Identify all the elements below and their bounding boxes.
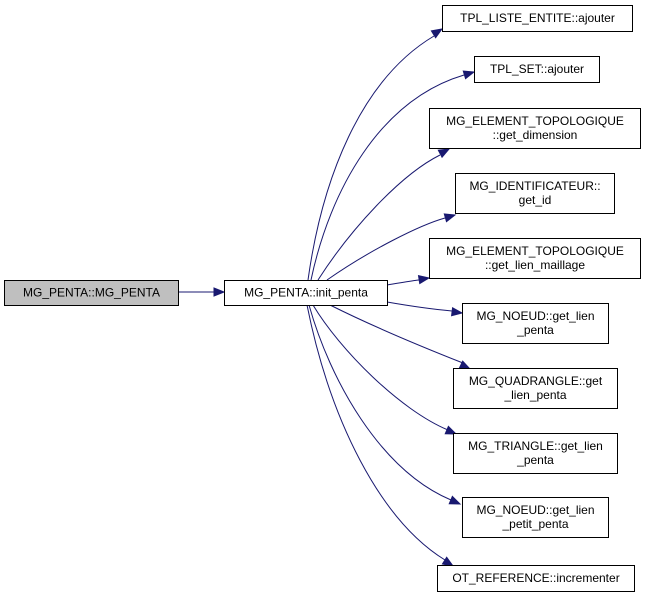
node-init[interactable]: MG_PENTA::init_penta (224, 280, 388, 306)
edge-line (329, 304, 464, 364)
node-label: MG_QUADRANGLE::get (469, 374, 603, 388)
node-n6[interactable]: MG_NOEUD::get_lien_penta (462, 303, 609, 344)
arrowhead-icon (444, 425, 458, 435)
arrowhead-icon (430, 28, 444, 39)
arrowhead-icon (437, 148, 451, 159)
node-label: MG_NOEUD::get_lien (476, 309, 594, 323)
edge-init-to-n9 (308, 304, 462, 505)
node-box[interactable] (224, 280, 388, 306)
node-n9[interactable]: MG_NOEUD::get_lien_petit_penta (462, 497, 609, 538)
edge-init-to-n5 (386, 274, 431, 286)
node-label: _petit_penta (501, 517, 568, 531)
edge-line (386, 279, 420, 286)
node-n3[interactable]: MG_ELEMENT_TOPOLOGIQUE::get_dimension (429, 108, 641, 149)
arrowhead-icon (443, 213, 457, 223)
edge-line (308, 304, 452, 501)
node-box[interactable] (442, 5, 633, 32)
node-box[interactable] (462, 497, 609, 538)
edge-init-to-n6 (386, 301, 464, 317)
node-n4[interactable]: MG_IDENTIFICATEUR::get_id (455, 173, 615, 214)
arrowhead-icon (213, 287, 226, 297)
node-n2[interactable]: TPL_SET::ajouter (474, 56, 600, 83)
edge-init-to-n1 (307, 28, 444, 281)
node-label: ::get_lien_maillage (485, 258, 585, 272)
edge-line (326, 217, 446, 281)
edges-layer (178, 28, 476, 567)
edge-root-to-init (178, 287, 226, 297)
arrowhead-icon (448, 495, 462, 505)
node-label: _penta (516, 453, 554, 467)
edge-init-to-n10 (306, 304, 455, 567)
node-label: TPL_SET::ajouter (490, 62, 584, 76)
edge-init-to-n8 (312, 304, 458, 435)
node-label: MG_ELEMENT_TOPOLOGIQUE (446, 244, 624, 258)
node-label: MG_PENTA::init_penta (244, 286, 368, 300)
nodes-layer: MG_PENTA::MG_PENTA MG_PENTA::init_penta TP… (4, 5, 641, 592)
node-n8[interactable]: MG_TRIANGLE::get_lien_penta (453, 433, 618, 474)
node-box[interactable] (453, 368, 618, 409)
edge-line (317, 154, 441, 281)
node-box[interactable] (429, 238, 641, 279)
node-box[interactable] (437, 565, 635, 592)
arrowhead-icon (450, 306, 464, 317)
node-n10[interactable]: OT_REFERENCE::incrementer (437, 565, 635, 592)
arrowhead-icon (417, 274, 431, 285)
arrowhead-icon (441, 556, 455, 567)
node-label: OT_REFERENCE::incrementer (452, 571, 619, 585)
node-box[interactable] (462, 303, 609, 344)
node-label: MG_IDENTIFICATEUR:: (469, 179, 600, 193)
edge-init-to-n2 (310, 70, 476, 281)
edge-line (312, 304, 449, 431)
node-box[interactable] (453, 433, 618, 474)
node-n5[interactable]: MG_ELEMENT_TOPOLOGIQUE::get_lien_maillag… (429, 238, 641, 279)
node-box[interactable] (429, 108, 641, 149)
node-n7[interactable]: MG_QUADRANGLE::get_lien_penta (453, 368, 618, 409)
node-box[interactable] (4, 280, 179, 306)
edge-line (386, 301, 453, 312)
node-label: ::get_dimension (493, 128, 578, 142)
node-label: TPL_LISTE_ENTITE::ajouter (460, 11, 615, 25)
node-label: get_id (519, 193, 552, 207)
node-box[interactable] (455, 173, 615, 214)
node-label: MG_TRIANGLE::get_lien (468, 439, 603, 453)
node-label: MG_PENTA::MG_PENTA (23, 286, 160, 300)
node-label: MG_NOEUD::get_lien (476, 503, 594, 517)
edge-init-to-n4 (326, 213, 457, 281)
node-box[interactable] (474, 56, 600, 83)
node-label: _lien_penta (503, 388, 566, 402)
node-label: MG_ELEMENT_TOPOLOGIQUE (446, 114, 624, 128)
arrowhead-icon (462, 70, 476, 80)
edge-line (306, 304, 446, 561)
root-node[interactable]: MG_PENTA::MG_PENTA (4, 280, 179, 306)
edge-line (307, 35, 435, 281)
node-label: _penta (516, 323, 554, 337)
node-n1[interactable]: TPL_LISTE_ENTITE::ajouter (442, 5, 633, 32)
edge-init-to-n7 (329, 304, 472, 370)
edge-line (310, 74, 465, 281)
edge-init-to-n3 (317, 148, 451, 281)
